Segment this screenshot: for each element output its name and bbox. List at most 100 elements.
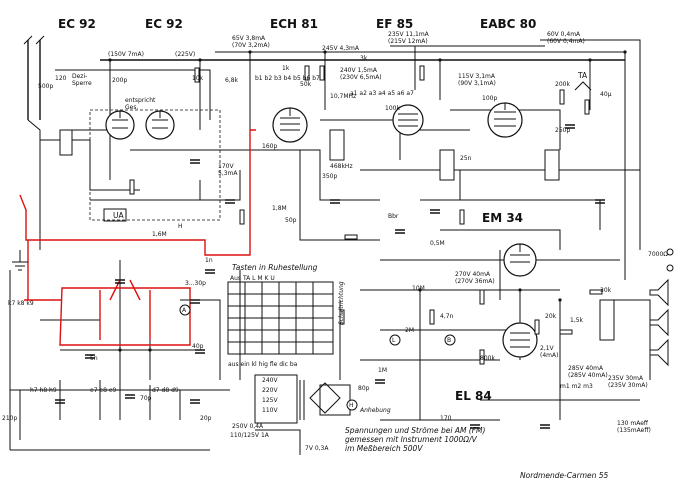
tube-ec92-2	[145, 110, 175, 140]
tube-el84	[502, 322, 538, 358]
trafo-110v: 110V	[262, 407, 278, 414]
anhebung: Anhebung	[359, 407, 391, 414]
component-value: 1,6M	[152, 231, 167, 238]
volt-240: 240V 1,5mA(230V 6,5mA)	[340, 67, 382, 81]
component-value: 5n	[90, 355, 98, 362]
antenna-input	[23, 35, 45, 250]
tasten-keys: Aus TA L M K U	[230, 275, 275, 282]
m-list: m1 m2 m3	[560, 383, 593, 390]
volt-130: 130 mAeff(135mAeff)	[617, 420, 651, 434]
tasten-title: Tasten in Ruhestellung	[232, 263, 318, 272]
meas-note-1: Spannungen und Ströme bei AM (FM)	[345, 426, 486, 435]
resistors	[129, 65, 603, 365]
meas-note-2: gemessen mit Instrument 1000Ω/V	[345, 435, 478, 444]
component-value: 250p	[555, 127, 570, 134]
schaltrichtung: Schaltrichtung	[338, 281, 345, 325]
h-list: h7 h8 h9	[30, 387, 57, 394]
tube-label-ec92-2: EC 92	[145, 17, 183, 31]
component-value: 1,5k	[570, 317, 584, 324]
ground-icon	[12, 250, 28, 271]
volt-225: (225V)	[175, 51, 195, 58]
r-1m: 1M	[378, 367, 387, 374]
fuse-7v: 7V 0,3A	[305, 445, 329, 452]
e-list: e7 e8 e9	[90, 387, 117, 394]
volt-el84-2: 285V 40mA(285V 40mA)	[568, 365, 608, 379]
tube-label-ef85: EF 85	[376, 17, 413, 31]
component-value: 6,8k	[225, 77, 239, 84]
freq-468khz: 468kHz	[330, 163, 353, 170]
component-value: 40p	[192, 343, 204, 350]
fuse-110v: 110/125V 1A	[230, 432, 270, 439]
component-value: 50p	[285, 217, 297, 224]
speakers	[649, 248, 674, 367]
component-value: 0,5M	[430, 240, 445, 247]
component-value: 70p	[140, 395, 152, 402]
ua-label: UA	[113, 211, 124, 220]
junctions	[108, 50, 627, 352]
meter-b: B	[444, 334, 456, 346]
volt-el84-1: 2,1V(4mA)	[540, 345, 558, 359]
mains-section	[254, 374, 341, 455]
volt-115: 115V 3,1mA(90V 3,1mA)	[458, 73, 496, 87]
component-value: 20k	[545, 313, 557, 320]
component-value: 100k	[385, 105, 400, 112]
red-signal-path	[19, 129, 256, 346]
component-value: 20p	[200, 415, 212, 422]
component-value: 120	[55, 75, 67, 82]
component-value: 100p	[482, 95, 497, 102]
component-value: 2M	[405, 327, 414, 334]
meter-a: A	[179, 304, 191, 316]
component-value: 800k	[480, 355, 495, 362]
component-value: 40μ	[600, 91, 612, 98]
tube-label-em34: EM 34	[482, 211, 523, 225]
bottom-keys: aus ein kl hig fle dic ba	[228, 361, 298, 368]
trafo-125v: 125V	[262, 397, 278, 404]
component-value: 500p	[38, 83, 53, 90]
meter-h: H	[346, 399, 358, 411]
k-list: k7 k8 k9	[8, 300, 34, 307]
mains-h: H	[178, 223, 183, 230]
trafo-220v: 220V	[262, 387, 278, 394]
dezi-sperre: Dezi-Sperre	[72, 73, 92, 87]
svg-text:L: L	[392, 337, 396, 344]
freq-10-7mhz: 10,7MHz	[330, 93, 356, 100]
tube-ec92-1	[105, 110, 135, 140]
component-value: 170	[440, 415, 452, 422]
volt-ec92: (150V 7mA)	[108, 51, 144, 58]
component-value: 3...30p	[185, 280, 206, 287]
component-value: 1n	[205, 257, 213, 264]
volt-245: 245V 4,3mA	[322, 45, 360, 52]
capacitors	[55, 124, 605, 429]
tube-label-el84: EL 84	[455, 389, 492, 403]
tube-ech81	[272, 107, 308, 143]
ua-label-box	[103, 208, 127, 222]
component-value: 160p	[262, 143, 277, 150]
fuse-250v: 250V 0,4A	[232, 423, 264, 430]
tube-em34	[503, 243, 537, 277]
volt-em34: 270V 40mA(270V 36mA)	[455, 271, 495, 285]
component-value: 200k	[555, 81, 570, 88]
brand-label: Nordmende-Carmen 55	[520, 471, 609, 480]
bbr-label: Bbr	[388, 213, 399, 220]
component-value: 10k	[192, 75, 204, 82]
ta-jack-icon	[574, 81, 592, 91]
volt-eabc80: 60V 0,4mA(60V 0,4mA)	[547, 31, 585, 45]
meas-note-3: im Meßbereich 500V	[345, 444, 423, 453]
component-value: 1k	[282, 65, 290, 72]
ta-label: TA	[577, 71, 588, 80]
ua-module-box	[89, 109, 221, 221]
speaker-7000: 7000Ω	[648, 251, 668, 258]
bands-b: b1 b2 b3 b4 b5 b6 b7	[255, 75, 320, 82]
component-value: 30k	[600, 287, 612, 294]
meter-l: L	[389, 334, 401, 346]
volt-ef85: 235V 11,1mA(215V 12mA)	[388, 31, 430, 45]
c-80p: 80p	[358, 385, 370, 392]
svg-text:A: A	[182, 307, 187, 314]
d-list: d7 d8 d9	[152, 387, 179, 394]
component-value: 350p	[322, 173, 337, 180]
component-value: 200p	[112, 77, 127, 84]
component-value: 4,7n	[440, 313, 454, 320]
component-value: 50k	[300, 81, 312, 88]
